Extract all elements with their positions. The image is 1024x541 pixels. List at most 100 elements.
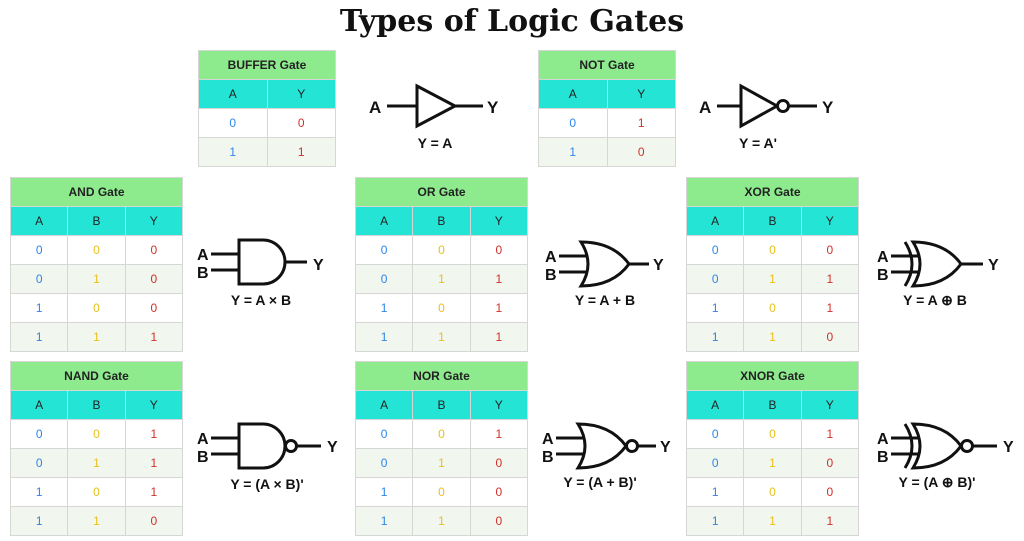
table-cell: 0 xyxy=(800,235,860,265)
buffer-input-label: A xyxy=(369,98,381,117)
table-cell: 0 xyxy=(9,264,69,294)
table-cell: 0 xyxy=(124,293,184,323)
table-cell: 0 xyxy=(354,264,414,294)
table-cell: 0 xyxy=(354,419,414,449)
table-cell: 1 xyxy=(124,322,184,352)
table-cell: 1 xyxy=(67,264,126,294)
table-cell: 1 xyxy=(606,108,676,138)
table-cell: 1 xyxy=(67,506,126,536)
table-cell: 1 xyxy=(800,419,860,449)
table-cell: 0 xyxy=(800,322,860,352)
not-expression: Y = A' xyxy=(739,135,777,151)
table-cell: 0 xyxy=(469,477,529,507)
table-cell: 0 xyxy=(538,108,608,138)
column-header: Y xyxy=(266,79,336,109)
table-cell: 0 xyxy=(743,293,802,323)
xor-gate-symbol: A B Y Y = A ⊕ B xyxy=(877,240,999,308)
or-input-a-label: A xyxy=(545,249,557,266)
buffer-output-label: Y xyxy=(487,98,499,117)
table-cell: 0 xyxy=(67,419,126,449)
or-input-b-label: B xyxy=(545,267,557,284)
not-gate-symbol: A Y Y = A' xyxy=(699,83,834,151)
column-header: B xyxy=(67,206,126,236)
column-header: Y xyxy=(606,79,676,109)
gate-title: OR Gate xyxy=(355,177,528,207)
table-cell: 1 xyxy=(354,322,414,352)
table-cell: 1 xyxy=(124,419,184,449)
table-cell: 1 xyxy=(538,137,608,167)
table-cell: 1 xyxy=(743,322,802,352)
table-cell: 0 xyxy=(198,108,268,138)
table-cell: 0 xyxy=(9,235,69,265)
nor-gate-symbol: A B Y Y = (A + B)' xyxy=(542,422,671,490)
table-cell: 0 xyxy=(412,235,471,265)
column-header: B xyxy=(743,206,802,236)
table-cell: 0 xyxy=(67,293,126,323)
table-cell: 0 xyxy=(412,419,471,449)
table-cell: 1 xyxy=(9,477,69,507)
table-cell: 0 xyxy=(800,477,860,507)
or-gate-symbol: A B Y Y = A + B xyxy=(545,240,664,308)
table-cell: 1 xyxy=(198,137,268,167)
table-cell: 0 xyxy=(124,506,184,536)
gate-title: NOR Gate xyxy=(355,361,528,391)
buffer-expression: Y = A xyxy=(418,135,453,151)
table-cell: 1 xyxy=(743,264,802,294)
table-cell: 1 xyxy=(124,477,184,507)
nor-expression: Y = (A + B)' xyxy=(563,474,636,490)
column-header: Y xyxy=(800,390,860,420)
xnor-input-b-label: B xyxy=(877,449,889,466)
column-header: Y xyxy=(800,206,860,236)
or-output-label: Y xyxy=(653,257,664,274)
table-cell: 1 xyxy=(9,322,69,352)
table-cell: 1 xyxy=(685,293,745,323)
table-cell: 0 xyxy=(412,477,471,507)
column-header: A xyxy=(9,390,69,420)
table-cell: 0 xyxy=(67,235,126,265)
table-cell: 1 xyxy=(800,506,860,536)
xnor-output-label: Y xyxy=(1003,439,1014,456)
table-cell: 1 xyxy=(469,322,529,352)
column-header: A xyxy=(354,390,414,420)
table-cell: 0 xyxy=(743,235,802,265)
column-header: Y xyxy=(469,206,529,236)
table-cell: 1 xyxy=(354,293,414,323)
table-cell: 1 xyxy=(9,506,69,536)
xor-input-a-label: A xyxy=(877,249,889,266)
nand-expression: Y = (A × B)' xyxy=(230,476,303,492)
table-cell: 0 xyxy=(743,419,802,449)
table-cell: 1 xyxy=(67,322,126,352)
table-cell: 1 xyxy=(354,477,414,507)
nand-input-b-label: B xyxy=(197,449,209,466)
table-cell: 1 xyxy=(412,448,471,478)
table-cell: 0 xyxy=(124,235,184,265)
table-cell: 0 xyxy=(469,235,529,265)
table-cell: 0 xyxy=(67,477,126,507)
table-cell: 1 xyxy=(743,506,802,536)
column-header: B xyxy=(412,390,471,420)
